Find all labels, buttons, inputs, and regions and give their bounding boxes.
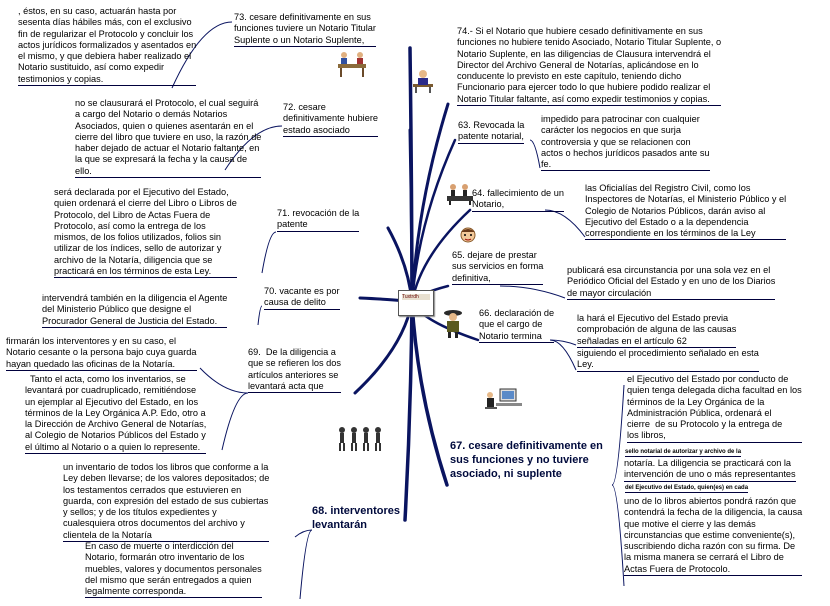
people-icon: [339, 427, 381, 451]
topic-72[interactable]: 72. cesare definitivamente hubiere estad…: [283, 102, 378, 137]
sub-66-b: [549, 339, 577, 371]
sub-67-note: [611, 384, 625, 486]
branch-67: [410, 300, 449, 487]
writer-icon: [413, 70, 433, 93]
note-71: será declarada por el Ejecutivo del Esta…: [54, 187, 237, 279]
topic-68[interactable]: 68. interventores levantarán: [312, 505, 401, 531]
topic-64[interactable]: 64. fallecimiento de un Notario,: [472, 188, 564, 212]
sub-65-note: [499, 285, 566, 299]
note-67-closure: el Ejecutivo del Estado por conducto de …: [627, 374, 802, 443]
note-66-procedure: siguiendo el procedimiento señalado en e…: [577, 348, 759, 372]
sub-69-b: [221, 392, 249, 451]
meeting-icon: [338, 52, 366, 77]
face-icon: [460, 227, 476, 243]
note-68-death: En caso de muerte o interdicción del Not…: [85, 541, 262, 599]
note-65: publicará esa circunstancia por una sola…: [567, 265, 776, 300]
sub-70-note: [257, 305, 263, 326]
sub-68-b: [299, 529, 313, 600]
sub-64-note: [544, 209, 586, 238]
topic-63[interactable]: 63. Revocada la patente notarial,: [458, 120, 525, 144]
sub-71-note: [261, 231, 277, 274]
note-74: 74.- Si el Notario que hubiere cesado de…: [457, 26, 722, 107]
sub-63-note: [529, 139, 541, 169]
detective-icon: [444, 310, 462, 338]
note-63: impedido para patrocinar con cualquier c…: [541, 114, 710, 172]
topic-66[interactable]: 66. declaración de que el cargo de Notar…: [479, 308, 555, 343]
note-67-diligence: notaría. La diligencia se practicará con…: [624, 458, 796, 482]
note-64: las Oficialías del Registro Civil, como …: [585, 183, 787, 241]
note-73: , éstos, en su caso, actuarán hasta por …: [18, 6, 197, 87]
note-70: intervendrá también en la diligencia el …: [42, 293, 228, 328]
topic-69[interactable]: 69. De la diligencia a que se refieren l…: [248, 347, 341, 394]
note-66-executive: la hará el Ejecutivo del Estado previa c…: [577, 313, 737, 348]
topic-73[interactable]: 73. cesare definitivamente en sus funcio…: [234, 12, 376, 47]
sub-69-a: [199, 367, 249, 394]
sub-72-note: [224, 125, 283, 171]
sub-67-note-b: [611, 484, 625, 587]
computer-user-icon: [485, 388, 522, 409]
note-67-representative: del Ejecutivo del Estado, quien(es) en c…: [625, 485, 749, 493]
branch-68: [403, 300, 414, 522]
note-68-inventory: un inventario de todos los libros que co…: [63, 462, 270, 543]
note-67-seal: sello notarial de autorizar y archivo de…: [625, 449, 742, 457]
sub-73-note: [171, 21, 233, 89]
topic-65[interactable]: 65. dejare de prestar sus servicios en f…: [452, 250, 544, 285]
topic-71[interactable]: 71. revocación de la patente: [277, 208, 360, 232]
note-69-copies: Tanto el acta, como los inventarios, se …: [25, 374, 207, 455]
topic-67[interactable]: 67. cesare definitivamente en sus funcio…: [450, 440, 603, 480]
branch-63: [410, 138, 457, 304]
note-67-books: uno de lo libros abiertos pondrá razón q…: [624, 496, 803, 577]
sub-68-a: [294, 529, 313, 538]
note-69-signatures: firmarán los interventores y en su caso,…: [6, 336, 197, 371]
funeral-icon: [447, 184, 473, 205]
central-topic[interactable]: Tuxtrdh: [398, 290, 434, 316]
topic-70[interactable]: 70. vacante es por causa de delito: [264, 286, 340, 310]
note-72: no se clausurará el Protocolo, el cual s…: [75, 98, 262, 179]
